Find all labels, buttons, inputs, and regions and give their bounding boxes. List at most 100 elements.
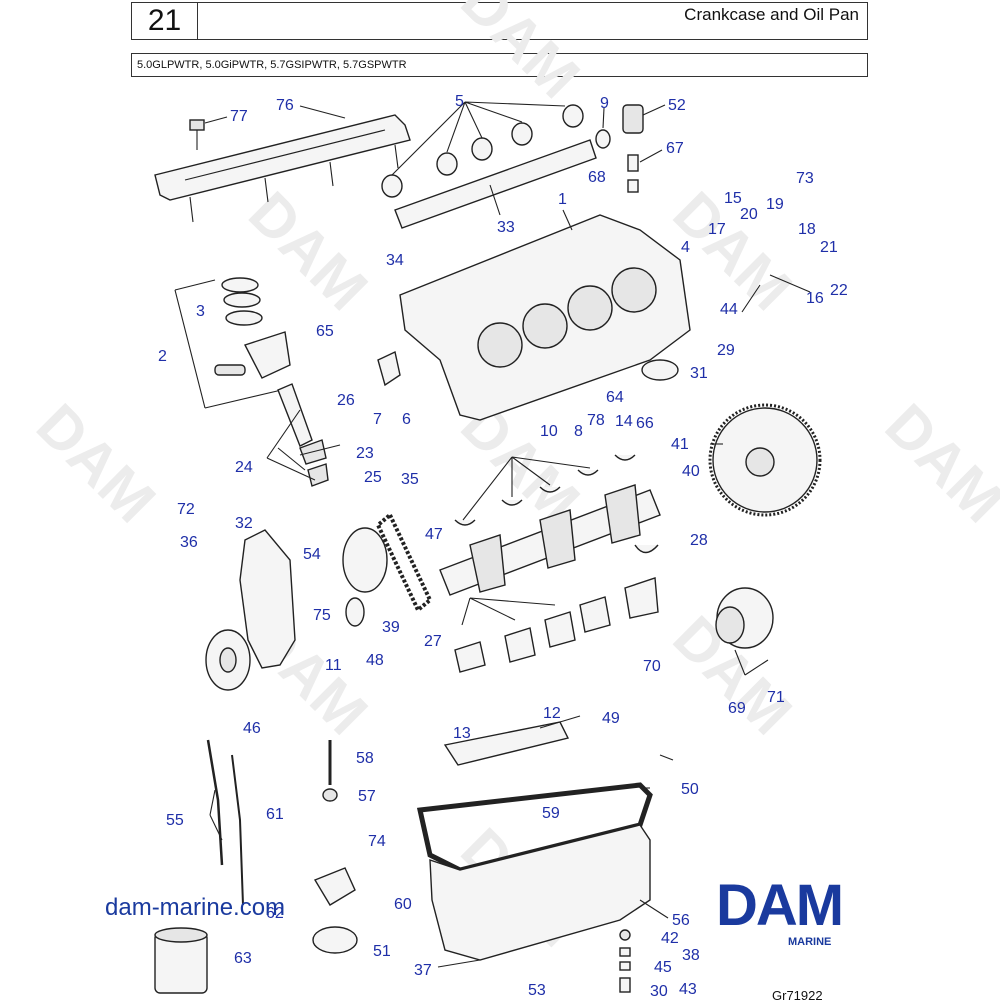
main-bearing-cap (579, 596, 611, 633)
callout-label: 61 (266, 806, 284, 823)
callout-label: 56 (672, 912, 690, 929)
cam-bearing (511, 122, 533, 146)
flywheel-hub (745, 447, 775, 477)
callout-label: 52 (668, 97, 686, 114)
callout-label: 5 (455, 93, 464, 110)
callout-label: 58 (356, 750, 374, 767)
seal-ring (595, 129, 611, 149)
leader-line (204, 116, 228, 124)
callout-label: 63 (234, 950, 252, 967)
leader-line (562, 209, 573, 231)
callout-label: 76 (276, 97, 294, 114)
diagram-code: Gr71922 (772, 988, 823, 1000)
cylinder-bore (611, 267, 657, 313)
connecting-rod (277, 383, 313, 447)
fitting (627, 179, 639, 193)
cover-plate (377, 350, 401, 387)
rod-cap (307, 463, 329, 487)
callout-label: 49 (602, 710, 620, 727)
piston-ring (223, 292, 261, 308)
callout-label: 50 (681, 781, 699, 798)
callout-label: 16 (806, 290, 824, 307)
callout-label: 14 (615, 413, 633, 430)
callout-label: 72 (177, 501, 195, 518)
cam-sprocket (342, 527, 388, 593)
callout-label: 59 (542, 805, 560, 822)
drain-plug (619, 961, 631, 971)
main-bearing (501, 499, 523, 506)
callout-label: 31 (690, 365, 708, 382)
callout-label: 19 (766, 196, 784, 213)
crank-counterweight (469, 534, 506, 593)
callout-label: 8 (574, 423, 583, 440)
callout-label: 69 (728, 700, 746, 717)
cam-bearing (381, 174, 403, 198)
callout-label: 57 (358, 788, 376, 805)
piston-ring (225, 310, 263, 326)
callout-label: 22 (830, 282, 848, 299)
website-link[interactable]: dam-marine.com (105, 894, 285, 921)
rocker-rail-leg (189, 144, 399, 223)
callout-label: 70 (643, 658, 661, 675)
leader-line (639, 899, 669, 919)
main-bearing-cap (544, 611, 576, 648)
callout-label: 3 (196, 303, 205, 320)
callout-labels: 77 76 5 9 52 67 68 33 34 1 4 17 15 20 19… (158, 93, 848, 1000)
oil-baffle (443, 721, 570, 766)
leader-line (741, 284, 761, 313)
main-bearing (634, 544, 659, 554)
callout-label: 20 (740, 206, 758, 223)
callout-label: 38 (682, 947, 700, 964)
main-bearing-cap (454, 641, 486, 673)
cylinder-bore (522, 303, 568, 349)
harmonic-balancer-hub (219, 647, 237, 673)
main-bearing (454, 519, 476, 526)
cam-bearing (562, 104, 584, 128)
callout-label: 55 (166, 812, 184, 829)
leader-line (461, 597, 556, 626)
oil-filter-adapter (641, 359, 679, 381)
oil-pump (313, 867, 356, 906)
oil-filter-top (154, 927, 208, 943)
page-title: Crankcase and Oil Pan (197, 2, 868, 40)
leader-line (642, 104, 666, 116)
rocker-rail-slot (184, 129, 386, 181)
callout-label: 6 (402, 411, 411, 428)
crank-sprocket (345, 597, 365, 627)
callout-label: 15 (724, 190, 742, 207)
page-number: 21 (131, 2, 198, 40)
leader-line (266, 409, 316, 481)
callout-label: 9 (600, 95, 609, 112)
leader-line (639, 149, 663, 163)
callout-label: 47 (425, 526, 443, 543)
callout-label: 23 (356, 445, 374, 462)
main-bearing-cap (504, 627, 536, 663)
leader-line (277, 444, 341, 471)
callout-label: 34 (386, 252, 404, 269)
callout-label: 17 (708, 221, 726, 238)
crank-counterweight (604, 484, 641, 544)
callout-label: 75 (313, 607, 331, 624)
callout-label: 25 (364, 469, 382, 486)
cylinder-bore (567, 285, 613, 331)
watermark-text: DAM (873, 391, 1000, 535)
callout-label: 35 (401, 471, 419, 488)
callout-label: 66 (636, 415, 654, 432)
callout-label: 71 (767, 689, 785, 706)
leader-line (489, 184, 501, 216)
callout-label: 33 (497, 219, 515, 236)
bracket-line (174, 279, 291, 409)
callout-label: 12 (543, 705, 561, 722)
camshaft (394, 139, 597, 229)
logo-text: DAM (716, 873, 842, 938)
callout-label: 7 (373, 411, 382, 428)
cam-bearing (436, 152, 458, 176)
cam-bearing (471, 137, 493, 161)
main-bearing (577, 469, 599, 476)
cylinder-bore (477, 322, 523, 368)
callout-label: 42 (661, 930, 679, 947)
rocker-rail (154, 114, 411, 201)
callout-label: 27 (424, 633, 442, 650)
callout-label: 18 (798, 221, 816, 238)
